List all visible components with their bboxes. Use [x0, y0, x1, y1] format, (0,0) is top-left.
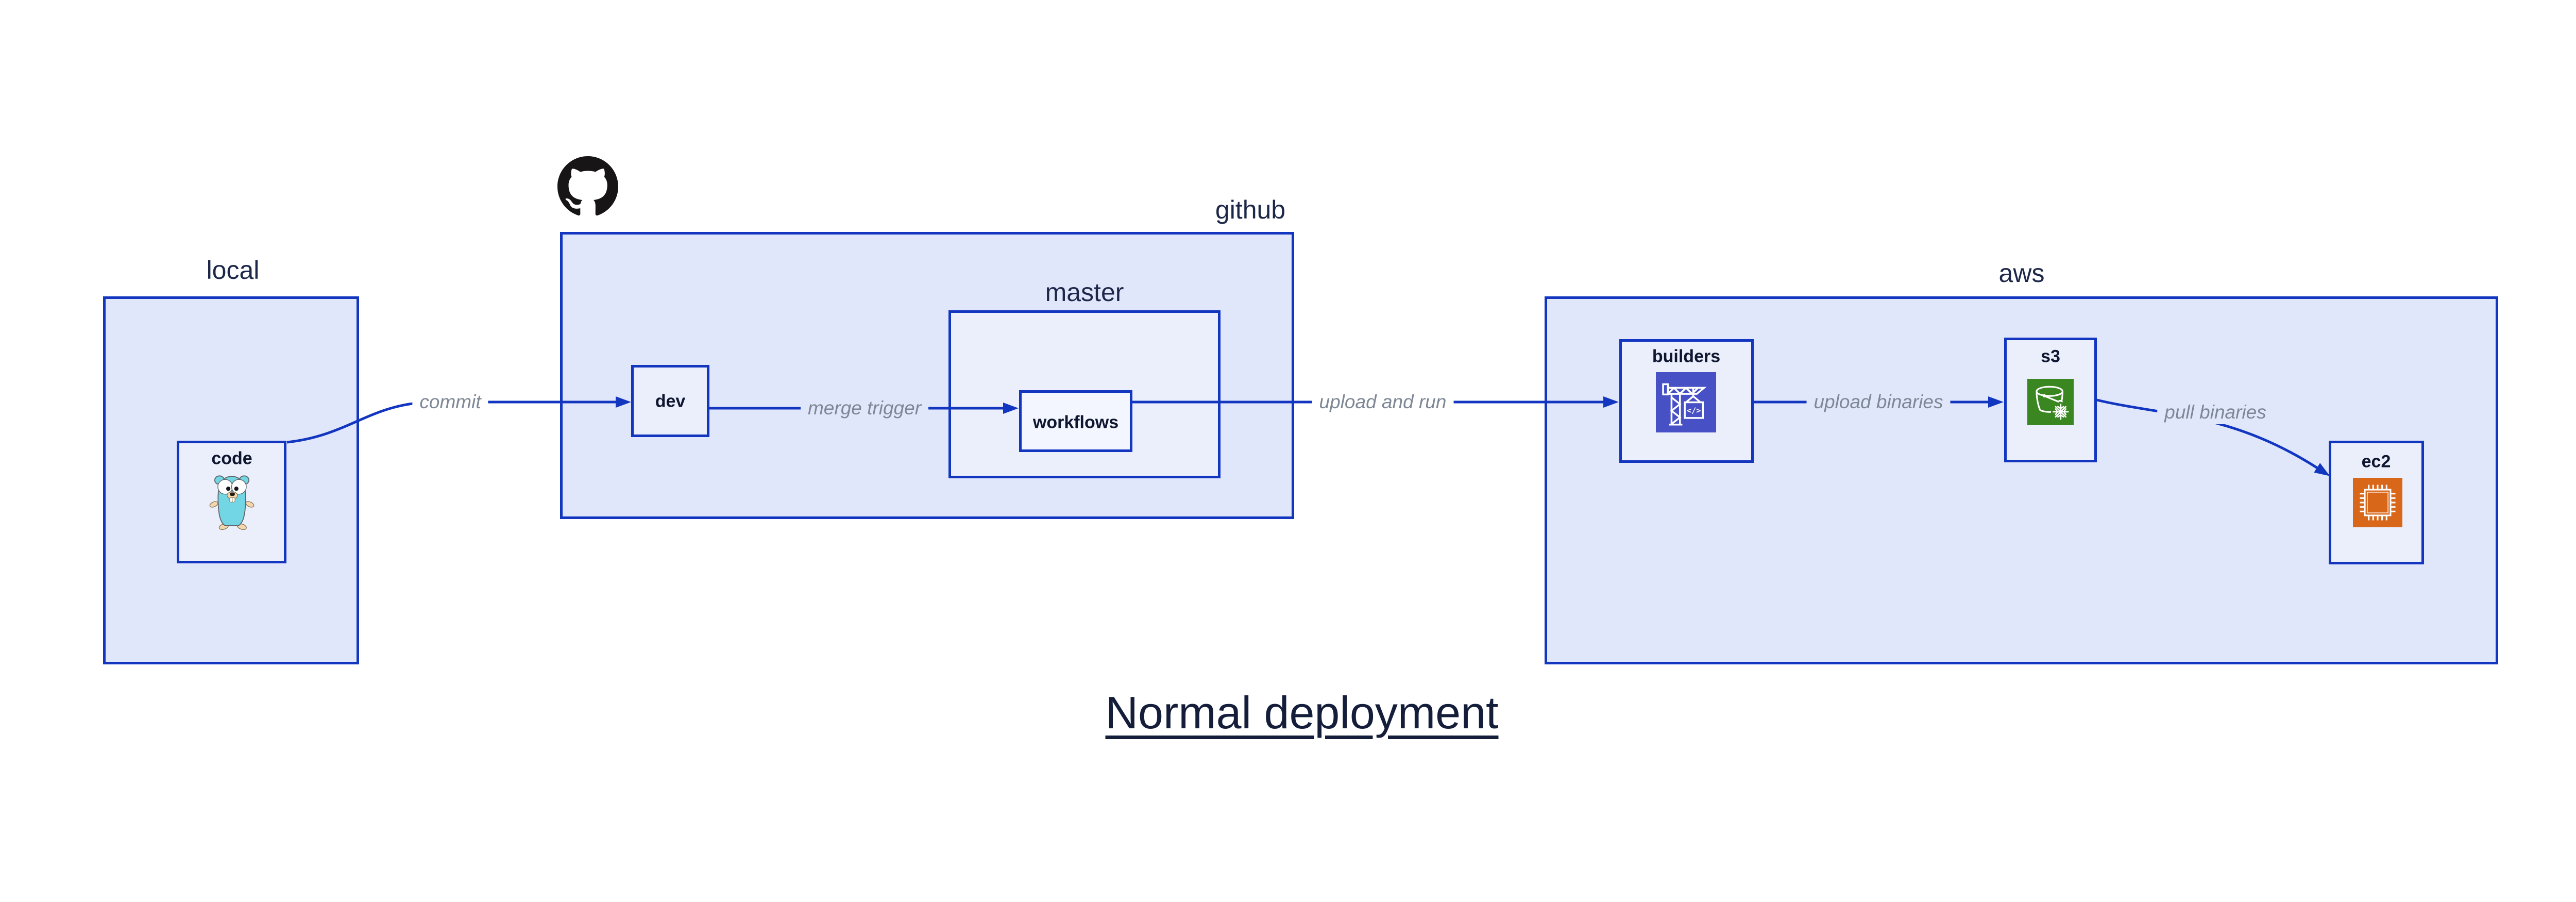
- workflows-node-box: [1019, 390, 1132, 452]
- builders-node-box: [1619, 339, 1754, 463]
- dev-node-label: dev: [655, 391, 686, 411]
- code-node-label: code: [211, 448, 252, 469]
- github-octocat-icon: [557, 156, 618, 217]
- workflows-node-label: workflows: [1032, 412, 1119, 432]
- ec2-node-label: ec2: [2361, 452, 2391, 472]
- local-container-label: local: [206, 256, 260, 285]
- codebuild-crane-icon: </>: [1655, 372, 1717, 432]
- builders-node-label: builders: [1652, 346, 1721, 366]
- edge-label-upload-and-run: upload and run: [1312, 390, 1454, 414]
- s3-node-label: s3: [2041, 346, 2060, 366]
- codebuild-code-glyph: </>: [1687, 406, 1701, 415]
- ec2-chip-icon: [2353, 478, 2402, 527]
- dev-node-box: [631, 365, 709, 437]
- edge-label-pull-binaries: pull binaries: [2157, 400, 2274, 424]
- edge-label-commit: commit: [412, 390, 488, 414]
- go-gopher-icon: [208, 473, 256, 530]
- diagram-title: Normal deployment: [1105, 687, 1499, 738]
- s3-bucket-snowflake-icon: [2027, 379, 2074, 425]
- edge-label-upload-binaries: upload binaries: [1806, 390, 1951, 414]
- github-container-label: github: [1215, 195, 1286, 224]
- aws-container-label: aws: [1998, 259, 2045, 288]
- master-container-label: master: [1045, 278, 1124, 307]
- edge-label-merge-trigger: merge trigger: [800, 396, 929, 420]
